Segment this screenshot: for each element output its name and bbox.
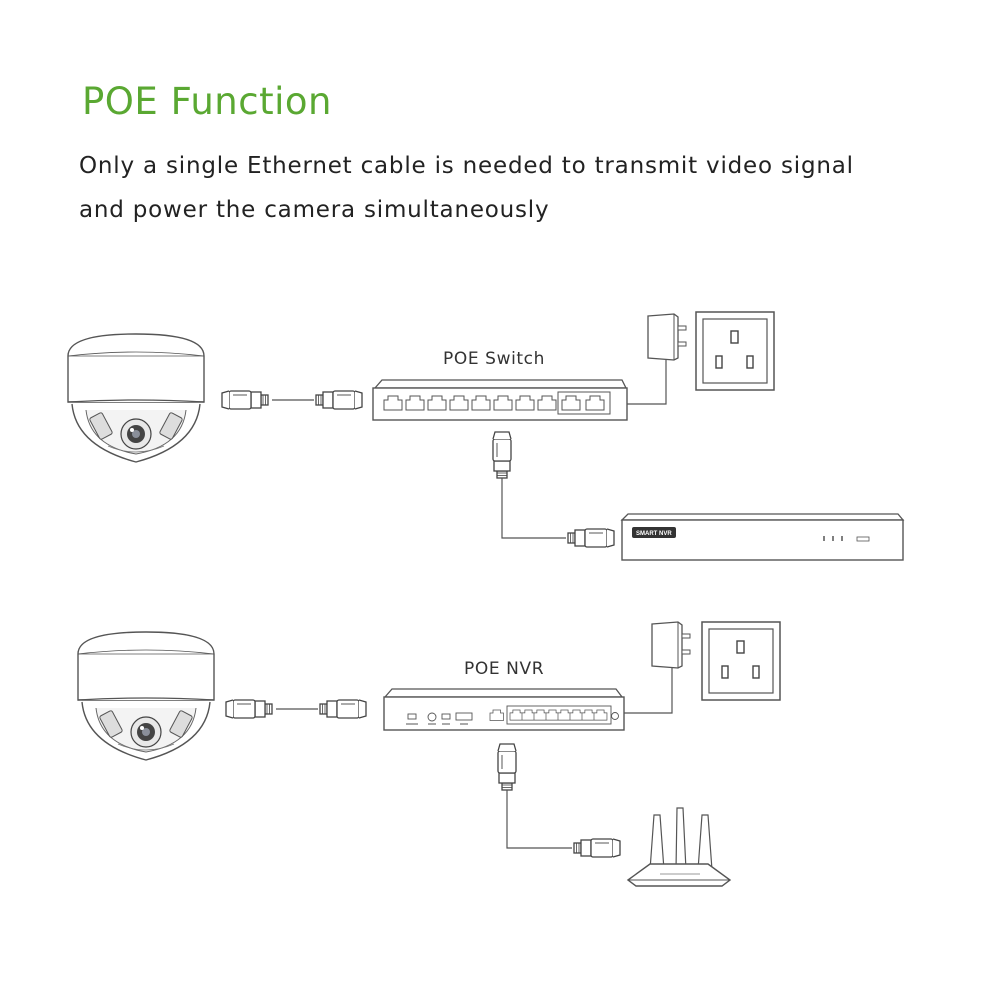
wall-socket-icon	[695, 311, 775, 391]
switch-label: POE Switch	[443, 349, 545, 369]
wall-socket-icon	[701, 621, 781, 701]
ethernet-cable	[501, 478, 566, 539]
poe-switch-icon	[372, 379, 628, 421]
rj45-plug-icon	[573, 838, 621, 858]
rj45-plug-icon	[226, 700, 272, 718]
subtitle-line-1: Only a single Ethernet cable is needed t…	[79, 153, 854, 179]
power-cable	[627, 360, 667, 405]
poe-nvr-icon	[383, 688, 625, 731]
rj45-plug-icon	[493, 432, 511, 478]
wifi-router-icon	[626, 807, 732, 887]
power-cable	[624, 668, 673, 714]
page-title: POE Function	[82, 80, 332, 123]
nvr-label: POE NVR	[464, 659, 544, 679]
ethernet-cable	[506, 790, 572, 849]
rj45-plug-icon	[567, 528, 615, 548]
nvr-badge: SMART NVR	[636, 531, 672, 537]
power-adapter-icon	[647, 313, 687, 361]
dome-camera-icon	[67, 333, 205, 463]
rj45-plug-icon	[222, 391, 268, 409]
rj45-plug-icon	[319, 699, 367, 719]
bottom-diagram: POE NVR	[77, 621, 781, 887]
rj45-plug-icon	[315, 390, 363, 410]
power-adapter-icon	[651, 621, 691, 669]
top-diagram: POE Switch	[67, 311, 905, 561]
nvr-recorder-icon: SMART NVR	[620, 513, 905, 561]
page-subtitle: Only a single Ethernet cable is needed t…	[79, 144, 959, 232]
dome-camera-icon	[77, 631, 215, 761]
subtitle-line-2: and power the camera simultaneously	[79, 197, 550, 223]
rj45-plug-icon	[498, 744, 516, 790]
